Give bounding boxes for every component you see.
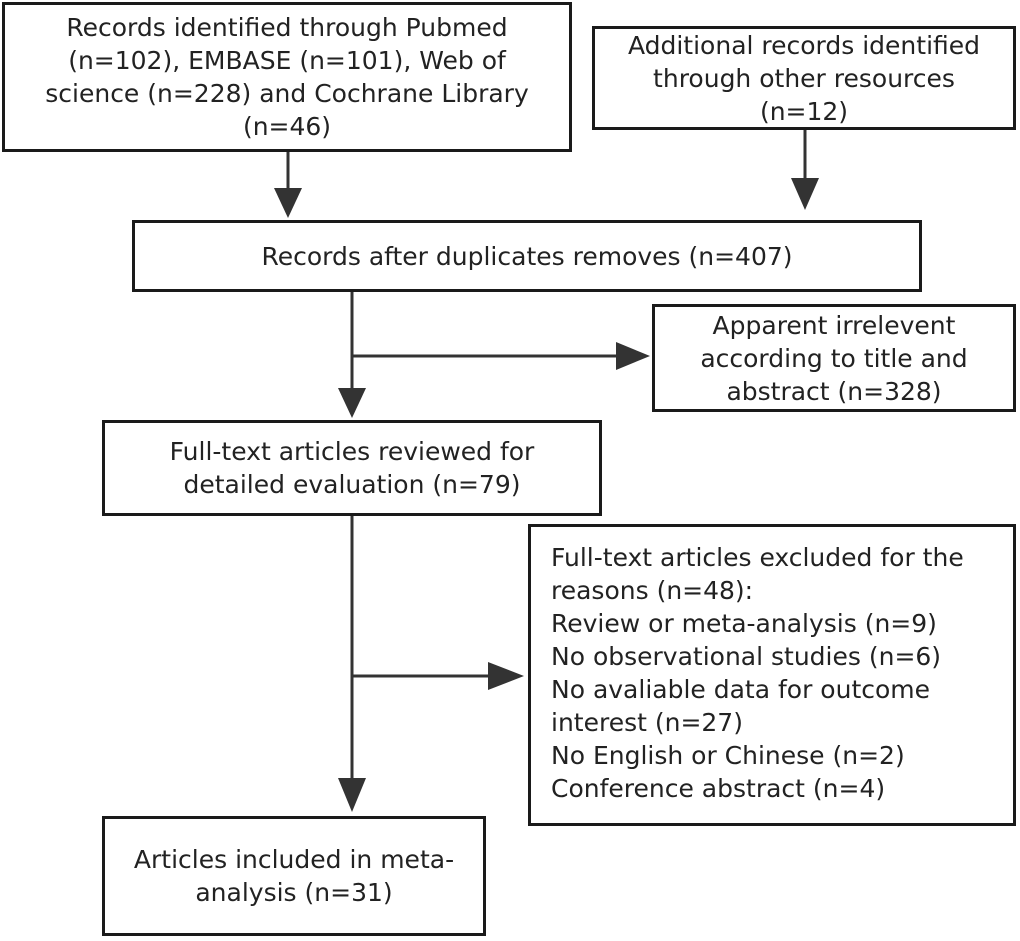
arrowhead-fulltext [338,388,366,418]
text-line: detailed evaluation (n=79) [183,470,521,499]
text-line: Full-text articles reviewed for [169,437,535,466]
arrowhead-databases [274,188,302,218]
arrowhead-irrelevant [616,342,650,370]
text-line: (n=46) [242,112,332,141]
text-line: interest (n=27) [551,708,743,737]
box-additional-records: Additional records identified through ot… [592,26,1016,130]
text-line: Conference abstract (n=4) [551,774,886,803]
text-line: science (n=228) and Cochrane Library [45,79,529,108]
arrowhead-included [338,778,366,812]
text-line: Records after duplicates removes (n=407) [261,241,793,271]
box-articles-included: Articles included in meta- analysis (n=3… [102,816,486,936]
box-records-after-duplicates: Records after duplicates removes (n=407) [132,220,922,292]
arrowhead-other [791,178,819,210]
box-apparent-irrelevant: Apparent irrelevent according to title a… [652,304,1016,412]
box-records-identified-databases: Records identified through Pubmed (n=102… [2,2,572,152]
text-line: No English or Chinese (n=2) [551,741,905,770]
text-line: through other resources [653,63,955,93]
text-line: (n=12) [759,96,849,126]
text-line: (n=102), EMBASE (n=101), Web of [68,46,506,75]
text-line: reasons (n=48): [551,576,754,605]
text-line: abstract (n=328) [726,376,942,406]
arrowhead-excluded [488,662,524,690]
text-line: Articles included in meta- [133,845,455,874]
text-line: No avaliable data for outcome [551,675,931,704]
text-line: No observational studies (n=6) [551,642,942,671]
box-full-text-excluded: Full-text articles excluded for the reas… [528,524,1016,826]
box-full-text-reviewed: Full-text articles reviewed for detailed… [102,420,602,516]
text-line: Records identified through Pubmed [66,13,508,42]
text-line: Review or meta-analysis (n=9) [551,609,937,638]
text-line: Apparent irrelevent [712,310,956,340]
text-line: according to title and [700,343,968,373]
text-line: Full-text articles excluded for the [551,543,964,572]
text-line: analysis (n=31) [195,878,393,907]
text-line: Additional records identified [627,30,981,60]
